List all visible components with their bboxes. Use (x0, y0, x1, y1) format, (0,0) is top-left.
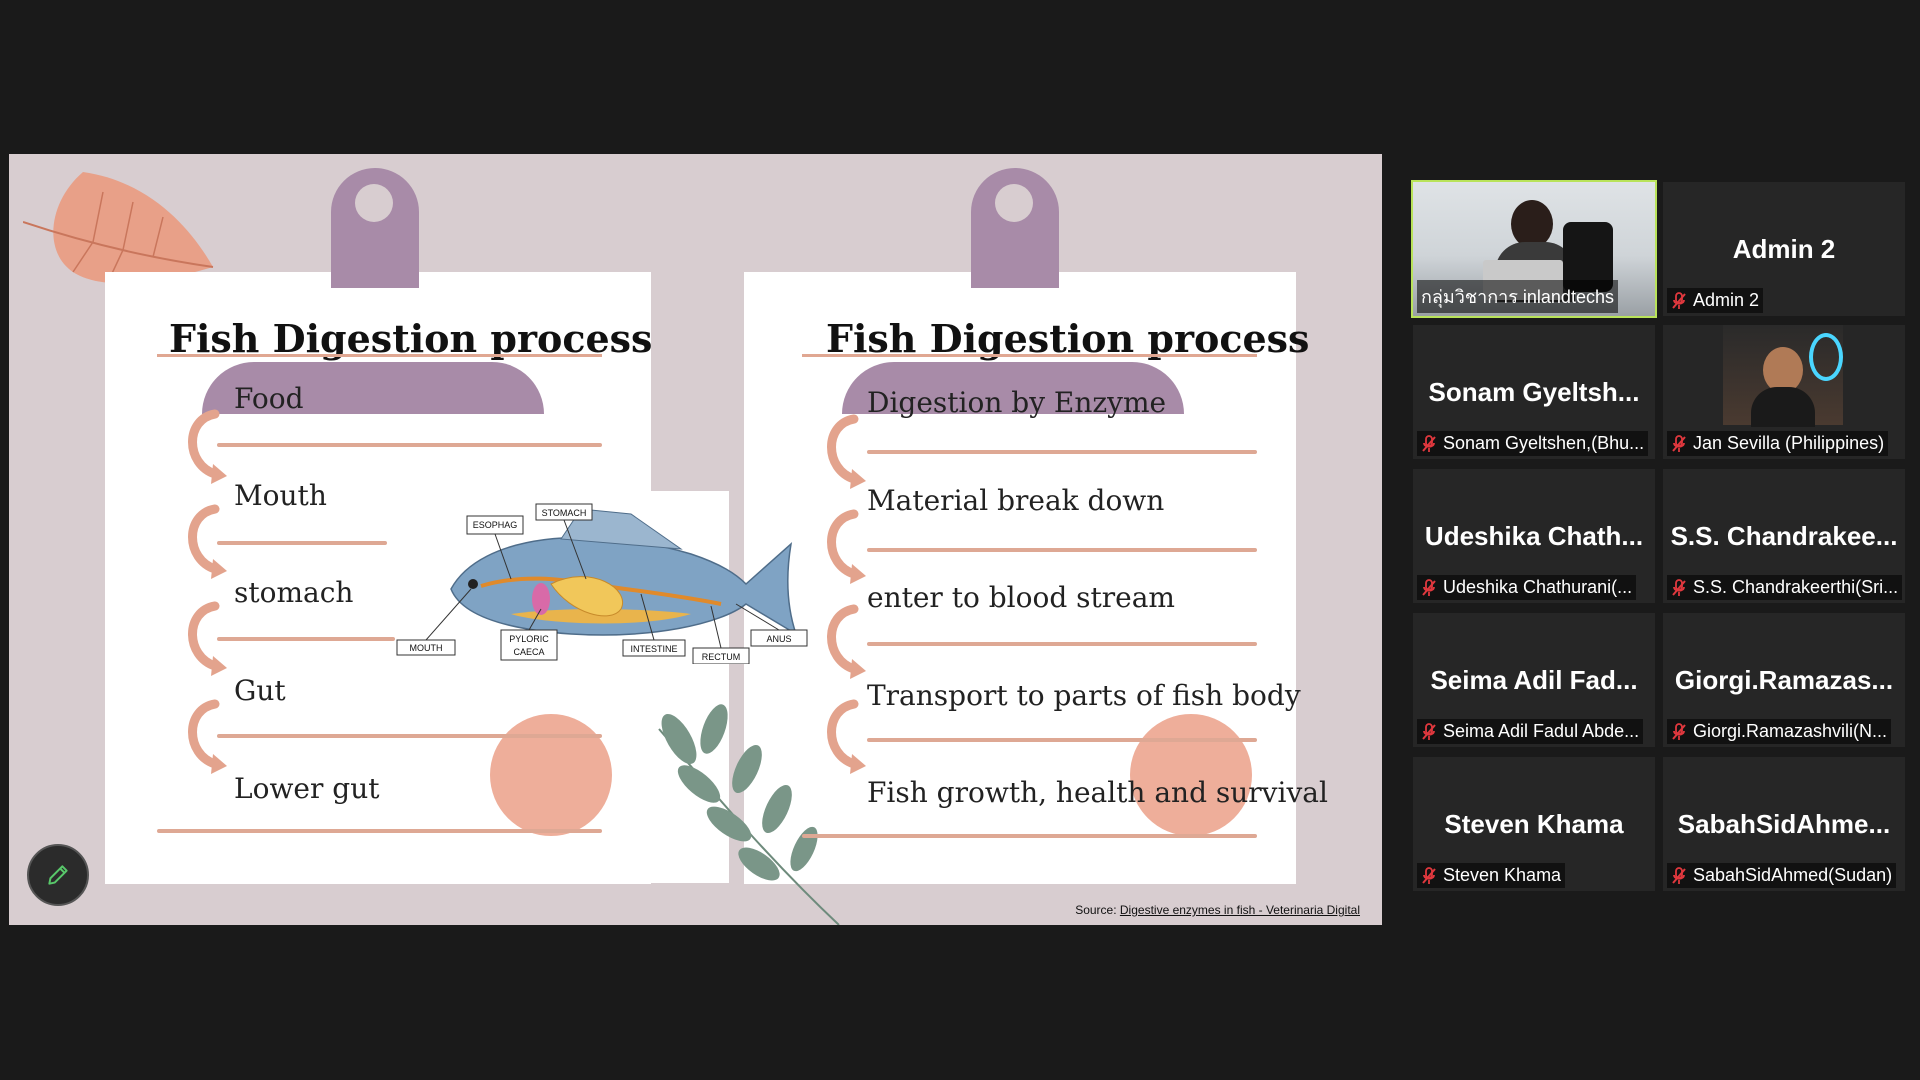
source-credit: Source: Digestive enzymes in fish - Vete… (1075, 903, 1360, 917)
participant-name-label: Steven Khama (1417, 863, 1566, 888)
fish-anatomy-diagram: ESOPHAG STOMACH MOUTH PYLORIC CAECA INTE… (396, 503, 808, 664)
participant-name-text: Udeshika Chathurani(... (1443, 577, 1633, 597)
participant-name-label: Sonam Gyeltshen,(Bhu... (1417, 431, 1649, 456)
participant-name-text: SabahSidAhmed(Sudan) (1693, 865, 1893, 885)
participant-display-name: Sonam Gyeltsh... (1428, 377, 1640, 407)
mic-muted-icon (1422, 866, 1436, 884)
participant-display-name: SabahSidAhme... (1677, 809, 1891, 839)
left-clip (202, 362, 544, 414)
decor-circle-right (1130, 714, 1252, 836)
label-pyloric: PYLORIC (509, 634, 549, 644)
participant-tile[interactable]: Udeshika Chath... Udeshika Chathurani(... (1413, 469, 1655, 603)
label-stomach: STOMACH (542, 508, 587, 518)
participant-name-text: Giorgi.Ramazashvili(N... (1693, 721, 1888, 741)
mic-muted-icon (1672, 434, 1686, 452)
label-esophag: ESOPHAG (473, 520, 518, 530)
right-title: Fish Digestion process (826, 316, 1310, 361)
left-item-food: Food (234, 382, 304, 415)
right-rule-4 (867, 738, 1257, 742)
mic-muted-icon (1422, 434, 1436, 452)
right-rule-3 (867, 642, 1257, 646)
left-title-rule (157, 354, 602, 357)
annotate-button[interactable] (27, 844, 89, 906)
left-rule-4 (217, 734, 602, 738)
participant-name-text: Sonam Gyeltshen,(Bhu... (1443, 433, 1645, 453)
mic-muted-icon (1672, 291, 1686, 309)
left-rule-1 (217, 443, 602, 447)
mic-muted-icon (1672, 578, 1686, 596)
plant-decoration (658, 704, 840, 925)
source-link[interactable]: Digestive enzymes in fish - Veterinaria … (1119, 903, 1360, 917)
right-clip (842, 362, 1184, 414)
right-item-4: Transport to parts of fish body (867, 679, 1301, 712)
label-rectum: RECTUM (702, 652, 741, 662)
mic-muted-icon (1422, 722, 1436, 740)
participant-name-text: กลุ่มวิชาการ inlandtechs (1421, 287, 1614, 307)
participant-name-label: Giorgi.Ramazashvili(N... (1667, 719, 1892, 744)
mic-muted-icon (1422, 578, 1436, 596)
right-title-rule (802, 354, 1257, 357)
left-rule-5 (157, 829, 602, 833)
participant-name-label: กลุ่มวิชาการ inlandtechs (1417, 280, 1618, 313)
participant-name-text: Jan Sevilla (Philippines) (1693, 433, 1885, 453)
participant-tile[interactable]: S.S. Chandrakee... S.S. Chandrakeerthi(Sr… (1663, 469, 1905, 603)
participant-name-text: S.S. Chandrakeerthi(Sri... (1693, 577, 1899, 597)
label-mouth: MOUTH (410, 643, 443, 653)
participant-name-label: SabahSidAhmed(Sudan) (1667, 863, 1897, 888)
mic-muted-icon (1672, 866, 1686, 884)
participant-video (1723, 325, 1843, 427)
left-item-gut: Gut (234, 674, 286, 707)
right-item-3: enter to blood stream (867, 581, 1175, 614)
right-item-1: Digestion by Enzyme (867, 386, 1167, 419)
left-rule-3 (217, 637, 395, 641)
participant-tile[interactable]: Jan Sevilla (Philippines) (1663, 325, 1905, 459)
participant-name-label: Udeshika Chathurani(... (1417, 575, 1637, 600)
label-caeca: CAECA (513, 647, 544, 657)
participant-name-text: Admin 2 (1693, 290, 1760, 310)
participant-tile[interactable]: Admin 2 Admin 2 (1663, 182, 1905, 316)
participant-name-text: Steven Khama (1443, 865, 1562, 885)
mic-muted-icon (1672, 722, 1686, 740)
participant-display-name: S.S. Chandrakee... (1670, 521, 1898, 551)
right-rule-5 (802, 834, 1257, 838)
participant-display-name: Admin 2 (1732, 234, 1836, 264)
participant-name-label: Jan Sevilla (Philippines) (1667, 431, 1889, 456)
right-rule-1 (867, 450, 1257, 454)
label-intestine: INTESTINE (630, 644, 677, 654)
left-flow-arrows (188, 409, 227, 774)
leaf-decoration (23, 172, 214, 284)
participant-name-label: S.S. Chandrakeerthi(Sri... (1667, 575, 1903, 600)
source-prefix: Source: (1075, 903, 1120, 917)
participant-display-name: Giorgi.Ramazas... (1674, 665, 1894, 695)
participant-name-label: Admin 2 (1667, 288, 1764, 313)
left-title: Fish Digestion process (169, 316, 653, 361)
right-item-2: Material break down (867, 484, 1165, 517)
participant-tile[interactable]: Seima Adil Fad... Seima Adil Fadul Abde..… (1413, 613, 1655, 747)
left-item-lower-gut: Lower gut (234, 772, 380, 805)
decor-circle-left (490, 714, 612, 836)
participant-tile[interactable]: กลุ่มวิชาการ inlandtechs (1411, 180, 1657, 318)
left-rule-2 (217, 541, 387, 545)
right-item-5: Fish growth, health and survival (867, 776, 1328, 809)
participant-display-name: Steven Khama (1444, 809, 1624, 839)
pencil-icon (48, 865, 68, 885)
right-flow-arrows (827, 414, 866, 774)
participant-tile[interactable]: SabahSidAhme... SabahSidAhmed(Sudan) (1663, 757, 1905, 891)
participant-tile[interactable]: Giorgi.Ramazas... Giorgi.Ramazashvili(N..… (1663, 613, 1905, 747)
participant-name-text: Seima Adil Fadul Abde... (1443, 721, 1640, 741)
right-rule-2 (867, 548, 1257, 552)
left-item-stomach: stomach (234, 576, 354, 609)
participant-display-name: Seima Adil Fad... (1430, 665, 1638, 695)
participant-name-label: Seima Adil Fadul Abde... (1417, 719, 1644, 744)
screen-share: Fish Digestion process Food Mouth stomac… (9, 154, 1382, 925)
participant-tile[interactable]: Sonam Gyeltsh... Sonam Gyeltshen,(Bhu... (1413, 325, 1655, 459)
left-item-mouth: Mouth (234, 479, 327, 512)
label-anus: ANUS (766, 634, 791, 644)
participant-display-name: Udeshika Chath... (1424, 521, 1644, 551)
